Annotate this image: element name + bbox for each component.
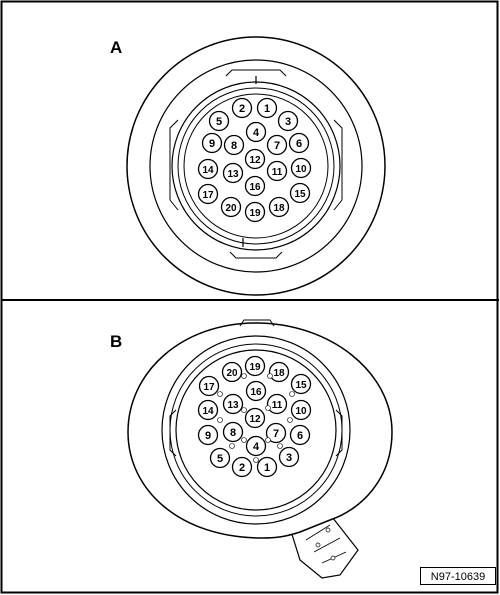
connector-a-pin-label: 13 [227, 169, 239, 180]
connector-b-pin-17: 17 [198, 375, 220, 397]
connector-a-pin-20: 20 [220, 196, 242, 218]
connector-b-pin-8: 8 [222, 421, 244, 443]
connector-b-pin-label: 14 [202, 406, 214, 417]
figure-id-box: N97-10639 [420, 567, 496, 585]
connector-a-pin-label: 8 [231, 140, 237, 152]
connector-a-pin-3: 3 [277, 110, 299, 132]
connector-a-pin-label: 2 [239, 103, 245, 115]
connector-b-pin-12: 12 [244, 407, 266, 429]
connector-b-pin-label: 5 [217, 453, 223, 465]
connector-b-pin-3: 3 [278, 446, 300, 468]
connector-a-pin-11: 11 [266, 160, 288, 182]
connector-b-pin-14: 14 [197, 399, 219, 421]
connector-a-pin-5: 5 [208, 110, 230, 132]
connector-b-pin-label: 7 [273, 428, 279, 440]
connector-b-pin-label: 9 [205, 430, 211, 442]
connector-a-pin-label: 7 [274, 140, 280, 152]
connector-a-pin-label: 20 [225, 203, 237, 214]
connector-b-pin-16: 16 [245, 380, 267, 402]
connector-a-pin-label: 16 [249, 182, 261, 193]
connector-b-pin-label: 3 [286, 452, 292, 464]
connector-a-pin-19: 19 [244, 201, 266, 223]
connector-a-pin-7: 7 [266, 134, 288, 156]
connector-b-pin-label: 17 [203, 382, 215, 393]
connector-b-pin-label: 6 [297, 430, 303, 442]
connector-a-pin-16: 16 [244, 175, 266, 197]
connector-b-pin-15: 15 [290, 373, 312, 395]
connector-a-pin-6: 6 [288, 132, 310, 154]
connector-a-pin-label: 17 [202, 190, 214, 201]
connector-a-pin-label: 10 [295, 164, 307, 175]
connector-b-pin-1: 1 [256, 456, 278, 478]
connector-a-pin-label: 12 [249, 155, 261, 166]
connector-a-pin-label: 5 [216, 116, 222, 128]
connector-a-pin-2: 2 [231, 97, 253, 119]
connector-a-pin-14: 14 [197, 158, 219, 180]
connector-b-cavities [217, 373, 295, 463]
connector-a-pin-label: 3 [285, 116, 291, 128]
connector-b-pin-2: 2 [231, 456, 253, 478]
connector-a-pin-9: 9 [201, 132, 223, 154]
view-label-b: B [110, 332, 123, 351]
connector-a-pin-label: 4 [253, 127, 260, 139]
connector-a-pin-label: 14 [202, 165, 214, 176]
connector-b-pin-label: 15 [295, 380, 307, 391]
connector-b-pin-label: 20 [226, 368, 238, 379]
connector-b-pin-label: 11 [272, 400, 283, 411]
connector-a-pin-8: 8 [223, 134, 245, 156]
connector-b-pin-label: 12 [249, 414, 261, 425]
connector-a-pin-17: 17 [197, 183, 219, 205]
connector-b-pin-label: 8 [230, 427, 236, 439]
connector-b-pin-6: 6 [289, 424, 311, 446]
connector-b-pin-20: 20 [221, 361, 243, 383]
connector-b-pin-label: 2 [239, 462, 245, 474]
connector-b-pin-5: 5 [209, 447, 231, 469]
connector-a-pin-13: 13 [222, 162, 244, 184]
connector-a-pin-12: 12 [244, 148, 266, 170]
connector-a-pin-label: 6 [296, 138, 302, 150]
connector-a-pin-label: 1 [264, 103, 270, 115]
connector-a-pin-label: 19 [249, 208, 261, 219]
connector-b-pin-label: 1 [264, 462, 270, 474]
connector-b-pin-7: 7 [265, 422, 287, 444]
connector-a-pin-18: 18 [268, 196, 290, 218]
connector-b-pin-label: 4 [253, 441, 260, 453]
connector-b-pin-label: 13 [227, 400, 239, 411]
connector-b-pin-13: 13 [222, 393, 244, 415]
connector-b-pin-4: 4 [245, 435, 267, 457]
connector-b-pin-18: 18 [268, 361, 290, 383]
view-label-a: A [110, 38, 123, 57]
connector-a-pin-1: 1 [256, 97, 278, 119]
connector-b-pin-9: 9 [197, 424, 219, 446]
connector-a-pin-label: 9 [209, 138, 215, 150]
connector-b-pin-19: 19 [244, 355, 266, 377]
connector-a-pin-label: 18 [273, 203, 285, 214]
connector-b-pin-label: 18 [273, 368, 285, 379]
connector-a-pin-label: 15 [294, 189, 306, 200]
connector-b-pin-label: 16 [250, 387, 262, 398]
connector-a-pin-label: 11 [272, 167, 283, 178]
connector-b-pin-11: 11 [266, 393, 288, 415]
connector-b-pin-label: 19 [249, 362, 261, 373]
connector-b-pin-10: 10 [290, 399, 312, 421]
connector-a-pin-10: 10 [290, 157, 312, 179]
connector-b-pin-label: 10 [295, 406, 307, 417]
connector-a-pin-15: 15 [289, 182, 311, 204]
connector-a-pin-4: 4 [245, 121, 267, 143]
